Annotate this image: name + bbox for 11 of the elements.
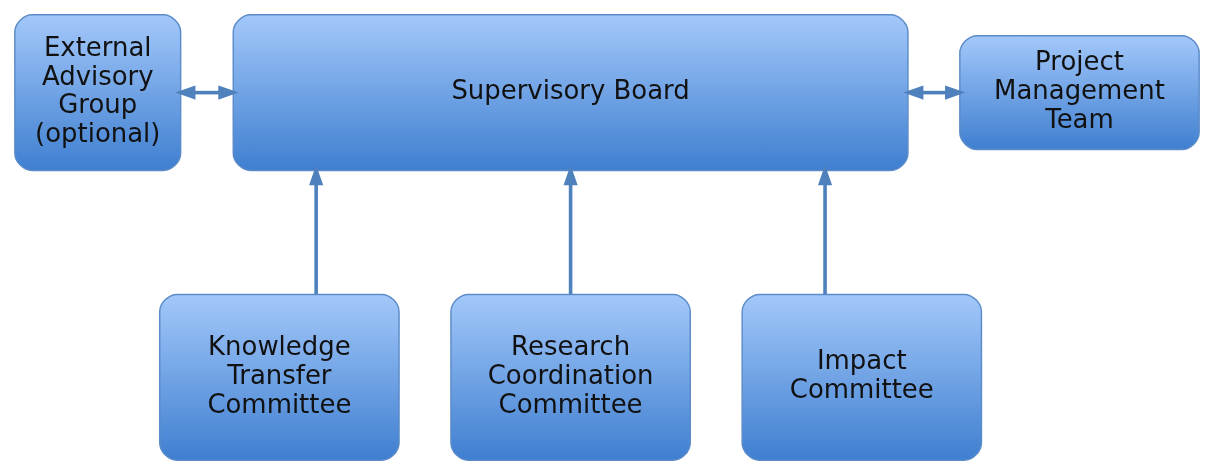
node-box: Project Management Team	[959, 34, 1200, 151]
node-box: External Advisory Group (optional)	[14, 14, 182, 172]
arrow	[817, 165, 833, 295]
node-box: Supervisory Board	[232, 14, 909, 172]
arrow	[309, 165, 324, 295]
node-box: Research Coordination Committee	[450, 293, 691, 461]
arrow	[903, 85, 966, 100]
node-box: Impact Committee	[741, 293, 983, 461]
arrow	[563, 165, 578, 295]
arrow	[175, 85, 239, 100]
node-box: Knowledge Transfer Committee	[159, 293, 400, 461]
